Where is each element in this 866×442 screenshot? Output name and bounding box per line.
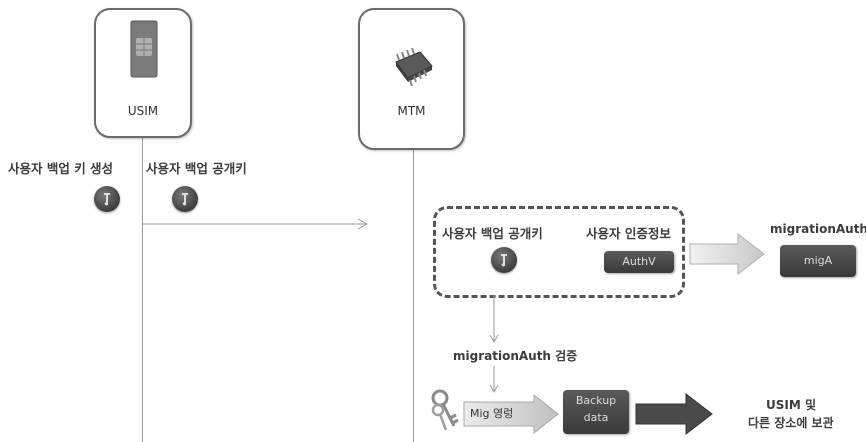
usim-label: USIM — [127, 104, 159, 118]
mtm-lifeline — [413, 148, 414, 442]
keys-icon — [431, 389, 459, 431]
migration-auth-title: migrationAuth — [770, 222, 866, 236]
transfer-arrow — [142, 218, 369, 230]
mtm-input-group: 사용자 백업 공개키 사용자 인증정보 AuthV — [433, 206, 685, 298]
public-key-label: 사용자 백업 공개키 — [146, 161, 247, 176]
key-icon — [491, 247, 517, 273]
mtm-label: MTM — [397, 104, 426, 118]
miga-box: migA — [780, 245, 856, 277]
backup-data-line1: Backup — [575, 394, 617, 407]
group-auth-label: 사용자 인증정보 — [586, 226, 671, 241]
mig-label: Mig 영렁 — [470, 407, 514, 420]
miga-label: migA — [803, 254, 833, 267]
store-arrow — [635, 392, 713, 436]
authv-label: AuthV — [622, 255, 656, 268]
usim-box: USIM — [94, 8, 192, 138]
chip-icon — [395, 48, 433, 87]
down-arrow — [489, 366, 499, 394]
group-pubkey-label: 사용자 백업 공개키 — [442, 226, 543, 241]
key-icon — [94, 186, 120, 212]
combine-arrow — [689, 232, 765, 276]
authv-box: AuthV — [604, 251, 674, 273]
key-icon — [172, 186, 198, 212]
store-line1: USIM 및 — [766, 398, 817, 412]
mig-arrow — [463, 394, 559, 434]
backup-data-box: Backup data — [563, 390, 629, 434]
verify-label: migrationAuth 검증 — [453, 349, 578, 363]
backup-data-line2: data — [583, 411, 609, 424]
down-arrow — [489, 295, 499, 344]
mtm-box: MTM — [358, 8, 465, 150]
generate-key-label: 사용자 백업 키 생성 — [8, 161, 114, 176]
usim-lifeline — [142, 135, 143, 442]
sim-card-icon — [130, 20, 158, 78]
store-line2: 다른 장소에 보관 — [748, 416, 834, 430]
